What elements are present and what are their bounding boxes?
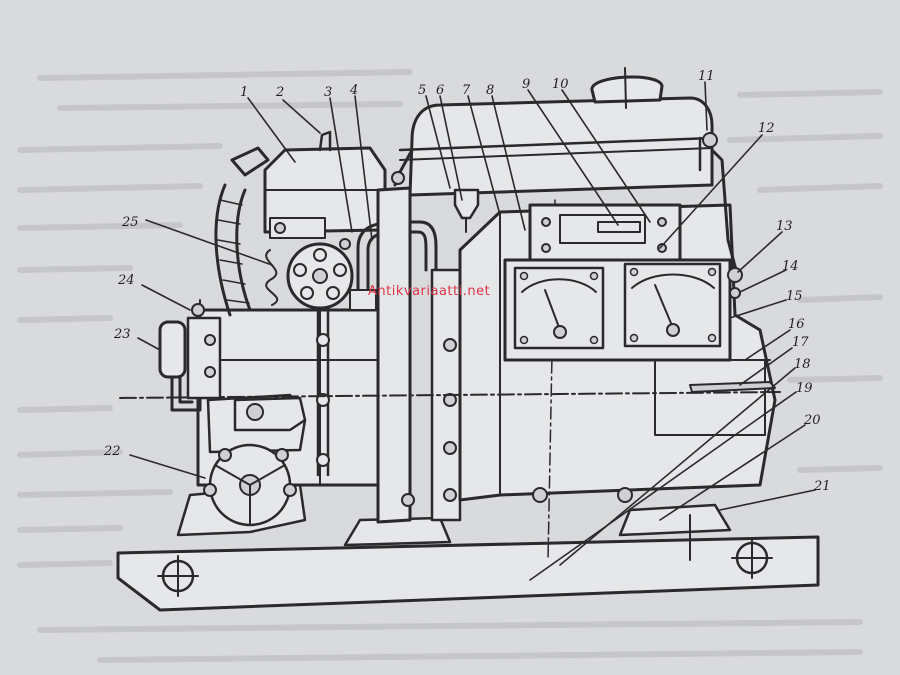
intake-hose <box>214 146 270 317</box>
carburettor <box>158 299 222 412</box>
callout-16: 16 <box>788 317 805 332</box>
center-frame <box>376 186 462 524</box>
callout-23: 23 <box>113 327 131 342</box>
callout-18: 18 <box>794 357 811 372</box>
callout-2: 2 <box>275 85 284 100</box>
callout-4: 4 <box>349 83 358 98</box>
engine-block <box>196 298 380 527</box>
callout-14: 14 <box>782 259 799 274</box>
callout-20: 20 <box>803 413 821 428</box>
callout-6: 6 <box>436 83 444 98</box>
callout-15: 15 <box>786 289 803 304</box>
callout-labels: 1 2 3 4 5 6 7 8 9 10 11 12 13 14 15 16 1… <box>103 69 831 494</box>
leader-lines <box>129 81 816 581</box>
callout-11: 11 <box>698 69 715 84</box>
fuel-tank-left <box>263 130 387 234</box>
callout-22: 22 <box>103 444 121 459</box>
callout-8: 8 <box>486 83 494 98</box>
callout-7: 7 <box>462 83 471 98</box>
watermark: Antikvariaatti.net <box>368 284 491 299</box>
callout-24: 24 <box>117 273 135 288</box>
callout-19: 19 <box>796 381 813 396</box>
background-text <box>17 69 883 663</box>
callout-13: 13 <box>776 219 793 234</box>
fan-wheel <box>265 217 354 310</box>
callout-3: 3 <box>324 85 332 100</box>
callout-1: 1 <box>240 85 248 100</box>
callout-17: 17 <box>792 335 809 350</box>
callout-5: 5 <box>418 83 426 98</box>
callout-25: 25 <box>121 215 139 230</box>
callout-10: 10 <box>552 77 569 92</box>
callout-12: 12 <box>758 121 775 136</box>
callout-9: 9 <box>522 77 530 92</box>
top-tank <box>391 67 738 272</box>
callout-21: 21 <box>813 479 831 494</box>
base-frame <box>116 483 820 612</box>
